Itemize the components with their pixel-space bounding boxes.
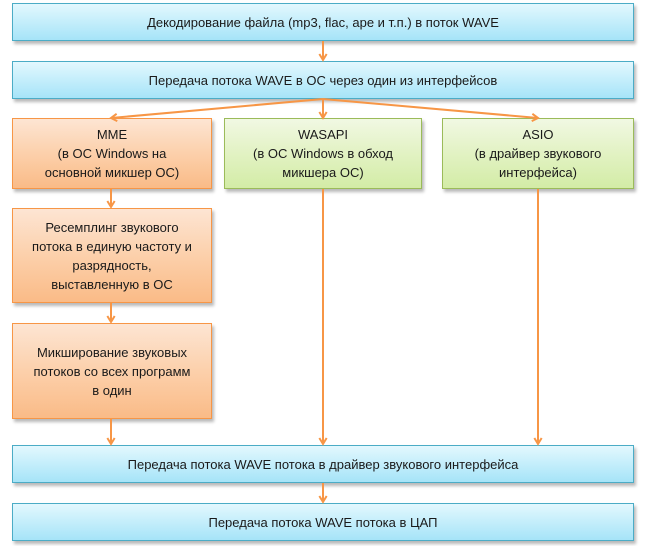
arrowhead-icon <box>106 437 116 446</box>
arrowhead-icon <box>318 437 328 446</box>
node-decode: Декодирование файла (mp3, flac, ape и т.… <box>12 3 634 41</box>
edge-transfer_os-to-asio <box>322 98 539 119</box>
node-asio-label: ASIO (в драйвер звукового интерфейса) <box>474 127 602 180</box>
node-dac: Передача потока WAVE потока в ЦАП <box>12 503 634 541</box>
node-mme-label: MME (в ОС Windows на основной микшер ОС) <box>44 127 180 180</box>
node-transfer-os-label: Передача потока WAVE в ОС через один из … <box>148 72 498 88</box>
arrowhead-icon <box>106 200 116 209</box>
node-wasapi: WASAPI (в ОС Windows в обход микшера ОС) <box>224 118 422 189</box>
node-driver-label: Передача потока WAVE потока в драйвер зв… <box>127 456 519 472</box>
arrowhead-icon <box>318 495 328 504</box>
arrowhead-icon <box>533 437 543 446</box>
node-mix: Микширование звуковых потоков со всех пр… <box>12 323 212 419</box>
node-mme: MME (в ОС Windows на основной микшер ОС) <box>12 118 212 189</box>
node-driver: Передача потока WAVE потока в драйвер зв… <box>12 445 634 483</box>
arrowhead-icon <box>106 315 116 324</box>
node-decode-label: Декодирование файла (mp3, flac, ape и т.… <box>147 14 499 30</box>
node-resample-label: Ресемплинг звукового потока в единую час… <box>32 219 192 292</box>
edge-transfer_os-to-mme <box>110 98 324 119</box>
node-mix-label: Микширование звуковых потоков со всех пр… <box>33 344 191 398</box>
node-transfer-os: Передача потока WAVE в ОС через один из … <box>12 61 634 99</box>
node-wasapi-label: WASAPI (в ОС Windows в обход микшера ОС) <box>253 127 393 180</box>
node-asio: ASIO (в драйвер звукового интерфейса) <box>442 118 634 189</box>
arrowhead-icon <box>318 53 328 62</box>
node-resample: Ресемплинг звукового потока в единую час… <box>12 208 212 303</box>
node-dac-label: Передача потока WAVE потока в ЦАП <box>208 514 438 530</box>
